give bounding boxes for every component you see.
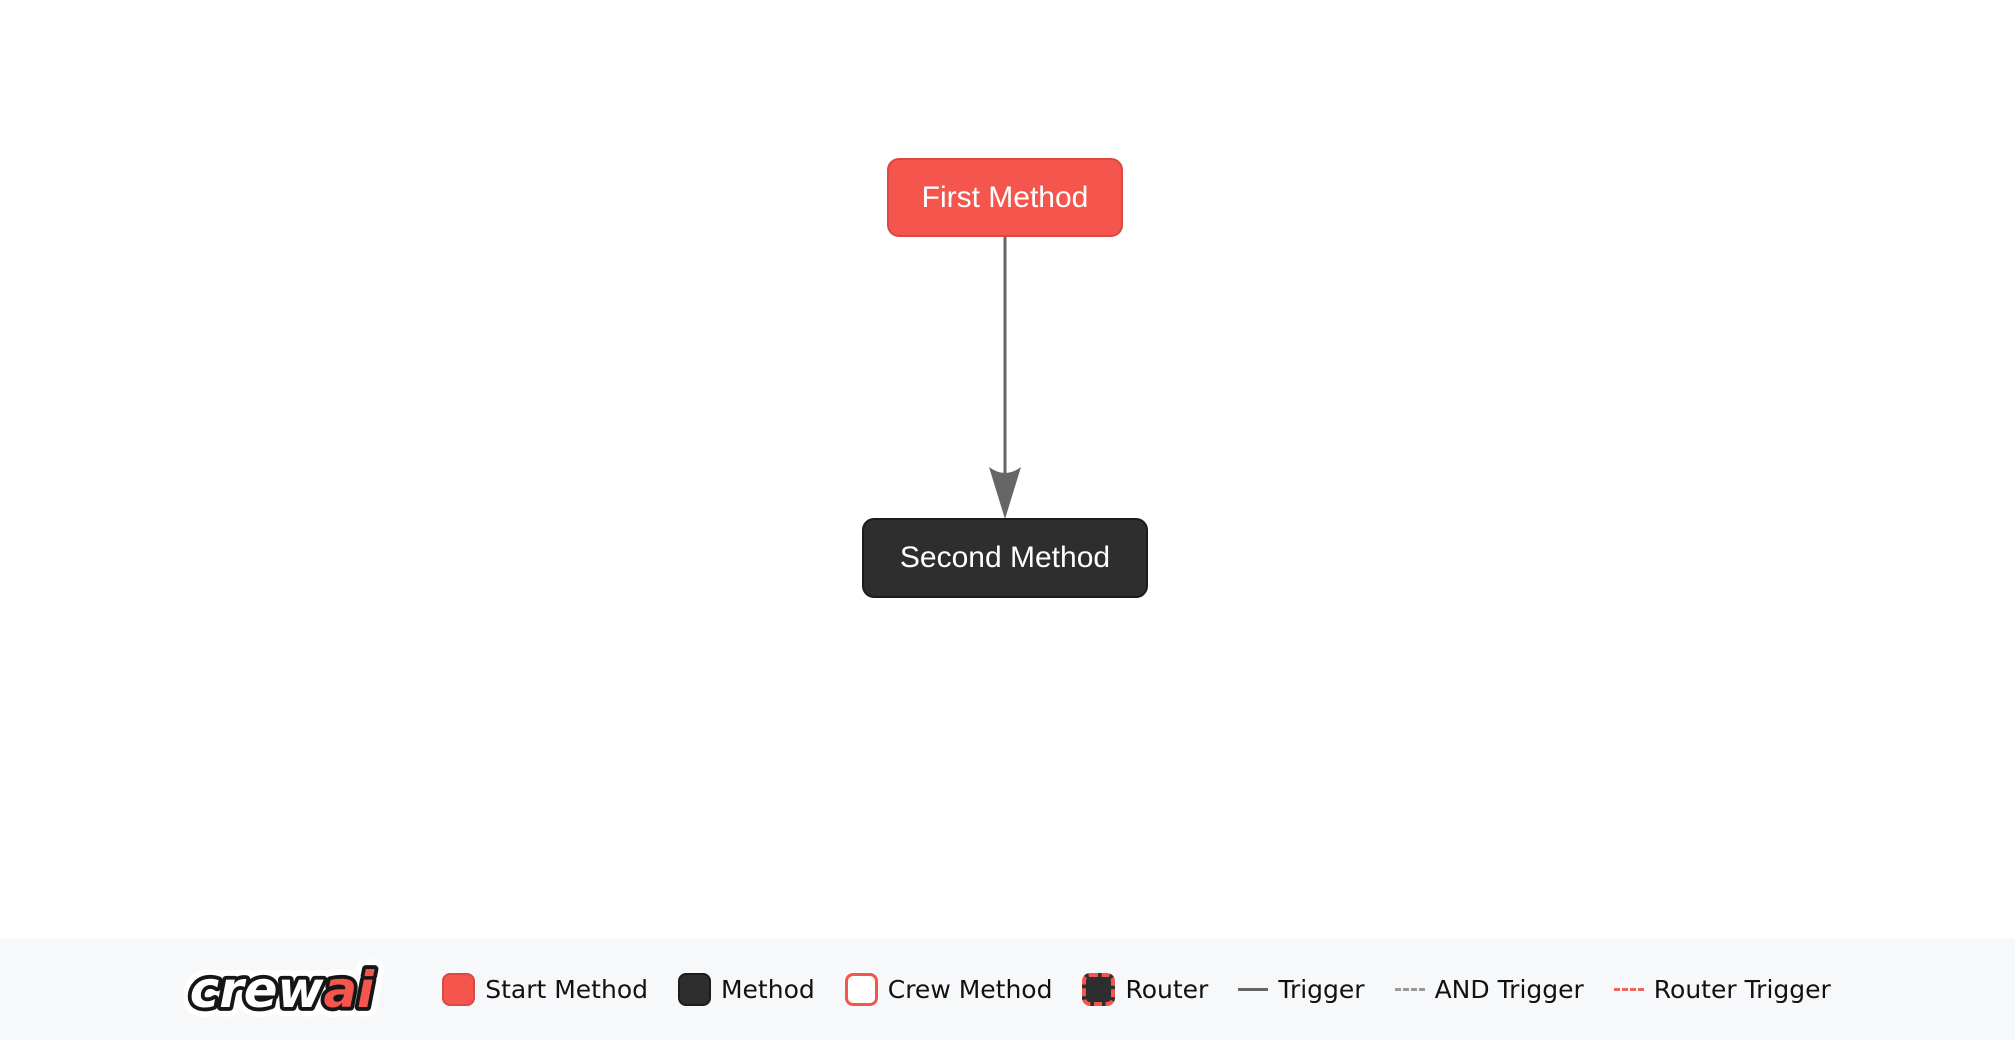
flow-canvas[interactable]: First Method Second Method [0, 0, 2015, 939]
legend-item-router: Router [1082, 973, 1208, 1006]
legend-item-crew-method: Crew Method [844, 973, 1053, 1006]
legend-label: AND Trigger [1434, 975, 1584, 1004]
logo-crew-text: crew [190, 961, 325, 1019]
legend-label: Method [720, 975, 815, 1004]
crewai-logo: crewai crewai [184, 951, 406, 1029]
and-trigger-line-icon [1394, 988, 1425, 991]
legend-item-start-method: Start Method [442, 973, 648, 1006]
legend-item-router-trigger: Router Trigger [1613, 975, 1831, 1004]
router-swatch-icon [1082, 973, 1116, 1006]
node-label: Second Method [899, 541, 1111, 574]
router-trigger-line-icon [1613, 988, 1644, 991]
svg-text:crewai: crewai [190, 961, 375, 1019]
crewai-logo-icon: crewai crewai [184, 951, 385, 1028]
trigger-edge [989, 236, 1021, 519]
node-first-method[interactable]: First Method [887, 158, 1123, 237]
node-second-method[interactable]: Second Method [862, 518, 1148, 598]
node-label: First Method [921, 180, 1089, 214]
legend-item-and-trigger: AND Trigger [1394, 975, 1584, 1004]
legend-label: Router Trigger [1653, 975, 1831, 1004]
legend-label: Start Method [485, 975, 648, 1004]
svg-text:crewai: crewai [190, 961, 375, 1019]
arrowhead-icon [989, 467, 1021, 519]
legend-bar: crewai crewai Start Method Method Crew M… [0, 939, 2015, 1040]
trigger-line-icon [1238, 988, 1269, 991]
legend-label: Crew Method [887, 975, 1053, 1004]
start-method-swatch-icon [442, 973, 476, 1006]
legend-label: Trigger [1278, 975, 1365, 1004]
logo-ai-text: ai [324, 961, 376, 1019]
method-swatch-icon [677, 973, 711, 1006]
legend-item-method: Method [677, 973, 815, 1006]
legend-item-trigger: Trigger [1238, 975, 1365, 1004]
legend-label: Router [1125, 975, 1209, 1004]
crew-method-swatch-icon [844, 973, 878, 1006]
